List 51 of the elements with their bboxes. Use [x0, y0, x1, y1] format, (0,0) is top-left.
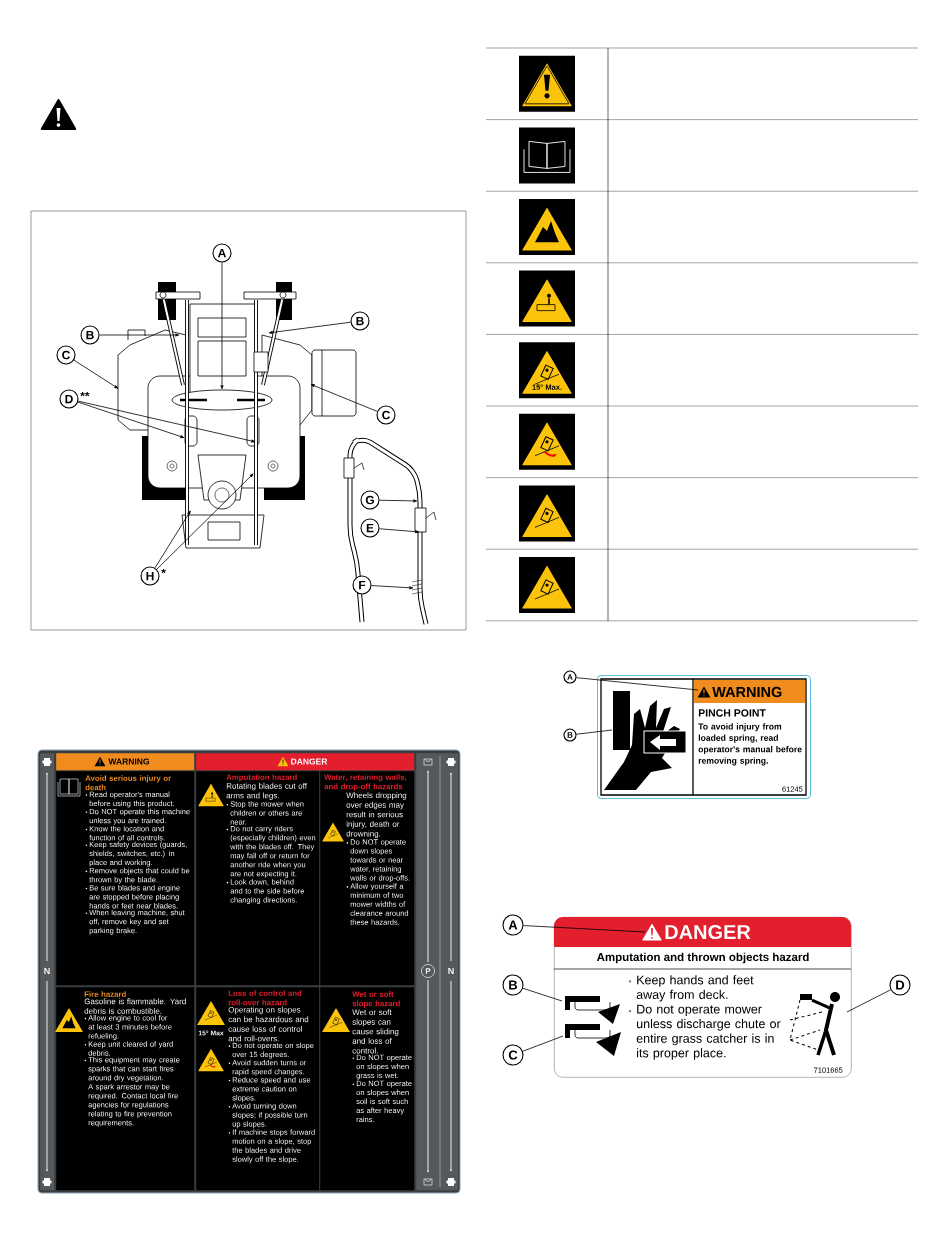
callout-letter: A [563, 670, 577, 684]
signal-word-banner: DANGER [554, 917, 851, 947]
callout-letter: A [212, 243, 232, 263]
callout-letter: A [502, 914, 524, 936]
hazard-heading: PINCH POINT [698, 709, 766, 717]
callout-letter: B [502, 974, 524, 996]
leader-line [522, 1035, 564, 1052]
panel-subheading: Gasoline is flammable. Yard debris is combustible. [84, 998, 186, 1014]
leader-line [156, 473, 254, 570]
leader-line [220, 262, 224, 390]
roll-bar-drawing [343, 436, 437, 625]
callout-letter: D [59, 389, 79, 409]
leader-line [576, 729, 613, 735]
leader-line [576, 677, 699, 691]
shift-indicator-strip: P N [416, 753, 459, 1191]
leader-line [522, 987, 563, 1002]
callout-letter: B [350, 311, 370, 331]
callout-letter: B [563, 728, 577, 742]
signal-word-banner: DANGER [196, 753, 415, 771]
leader-line [310, 384, 378, 412]
leader-line [77, 400, 256, 443]
callout-letter: H [140, 566, 160, 586]
bullet-item: Do not operate mower unless discharge chute or entire grass catcher is in its proper place. [628, 1004, 781, 1060]
leader-line [154, 510, 191, 569]
callout-letter: D [889, 974, 911, 996]
hazard-heading: Amputation and thrown objects hazard [596, 952, 809, 964]
panel-subheading: Wheels dropping over edges may result in serious injury, death or drowning. [346, 792, 407, 839]
leader-line [523, 925, 646, 933]
leader-line [379, 499, 418, 503]
mower-drawing [117, 282, 357, 549]
bullet-item: Keep hands and feet away from deck. [628, 975, 754, 1002]
callout-letter: C [502, 1044, 524, 1066]
callout-letter: C [56, 345, 76, 365]
callout-letter: C [376, 405, 396, 425]
panel-subheading: Wet or soft slopes can cause sliding and loss of control. [352, 1009, 399, 1054]
asterisk-note: * [161, 568, 166, 574]
leader-line [379, 528, 420, 534]
leader-line [99, 333, 180, 337]
leader-line [268, 321, 351, 334]
asterisk-note: ** [80, 391, 90, 397]
leader-line [846, 989, 891, 1013]
leader-line [371, 585, 414, 590]
leader-line [73, 359, 119, 389]
signal-word-banner: WARNING [56, 753, 195, 771]
instruction-text: To avoid injury from loaded spring, read operator's manual before removing spring. [698, 723, 802, 766]
leader-line [77, 401, 185, 438]
panel-subheading: Rotating blades cut off arms and legs. [226, 782, 307, 800]
signal-word-banner: WARNING [694, 680, 805, 703]
panel-subheading: Operating on slopes can be hazardous and cause loss of control and roll-overs. [228, 1006, 309, 1042]
shift-indicator-strip: N [40, 753, 55, 1191]
callout-letter: B [80, 325, 100, 345]
